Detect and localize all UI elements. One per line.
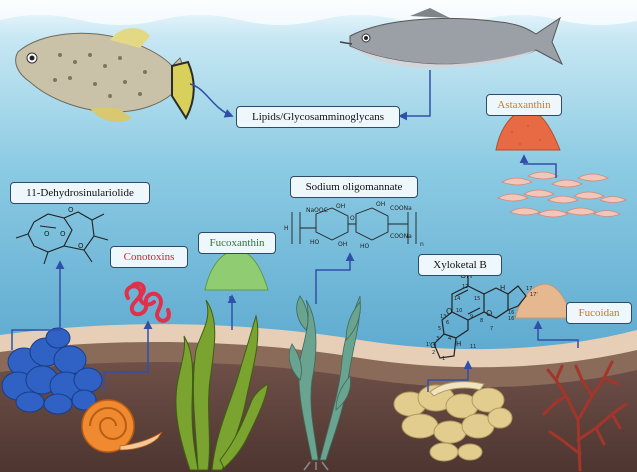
svg-text:14: 14 [454,296,460,302]
svg-text:H: H [456,340,461,348]
svg-text:OH: OH [336,203,345,210]
label-11-dehydrosinulariolide: 11-Dehydrosinulariolide [10,182,150,204]
svg-text:O: O [486,309,492,318]
svg-text:1: 1 [442,356,445,362]
svg-text:5: 5 [438,326,441,332]
svg-text:O: O [78,242,84,250]
svg-text:2: 2 [432,350,435,356]
svg-text:6: 6 [446,320,449,326]
label-lipids-glycosaminoglycans: Lipids/Glycosamminoglycans [236,106,400,128]
svg-text:16': 16' [508,316,516,322]
svg-text:COONa: COONa [390,205,412,212]
svg-text:HO: HO [310,239,320,246]
svg-text:15: 15 [474,296,480,302]
svg-text:OH: OH [376,201,385,208]
svg-text:O: O [44,230,50,238]
svg-text:11: 11 [470,344,476,350]
svg-text:3: 3 [436,336,439,342]
svg-text:n: n [420,241,424,248]
label-conotoxins: Conotoxins [110,246,188,268]
svg-text:OH: OH [338,241,347,248]
label-astaxanthin: Astaxanthin [486,94,562,116]
svg-text:H: H [500,284,505,292]
svg-text:O: O [446,307,452,316]
label-sodium-oligomannate: Sodium oligomannate [290,176,418,198]
label-fucoidan: Fucoidan [566,302,632,324]
svg-text:9: 9 [470,314,473,320]
svg-text:O: O [60,230,66,238]
svg-text:O: O [430,341,436,350]
svg-text:O: O [68,206,74,214]
label-fucoxanthin: Fucoxanthin [198,232,276,254]
svg-text:12: 12 [462,284,468,290]
svg-text:17': 17' [530,292,538,298]
svg-text:1': 1' [426,342,431,348]
svg-text:4: 4 [448,336,451,342]
svg-text:COONa: COONa [390,233,412,240]
svg-text:HO: HO [360,243,370,250]
svg-text:NaOOC: NaOOC [306,207,328,214]
svg-text:O: O [350,215,355,222]
svg-text:7: 7 [490,326,493,332]
label-xyloketal-b: Xyloketal B [418,254,502,276]
svg-text:H: H [284,225,289,232]
svg-text:8: 8 [480,318,483,324]
svg-text:10: 10 [456,308,462,314]
